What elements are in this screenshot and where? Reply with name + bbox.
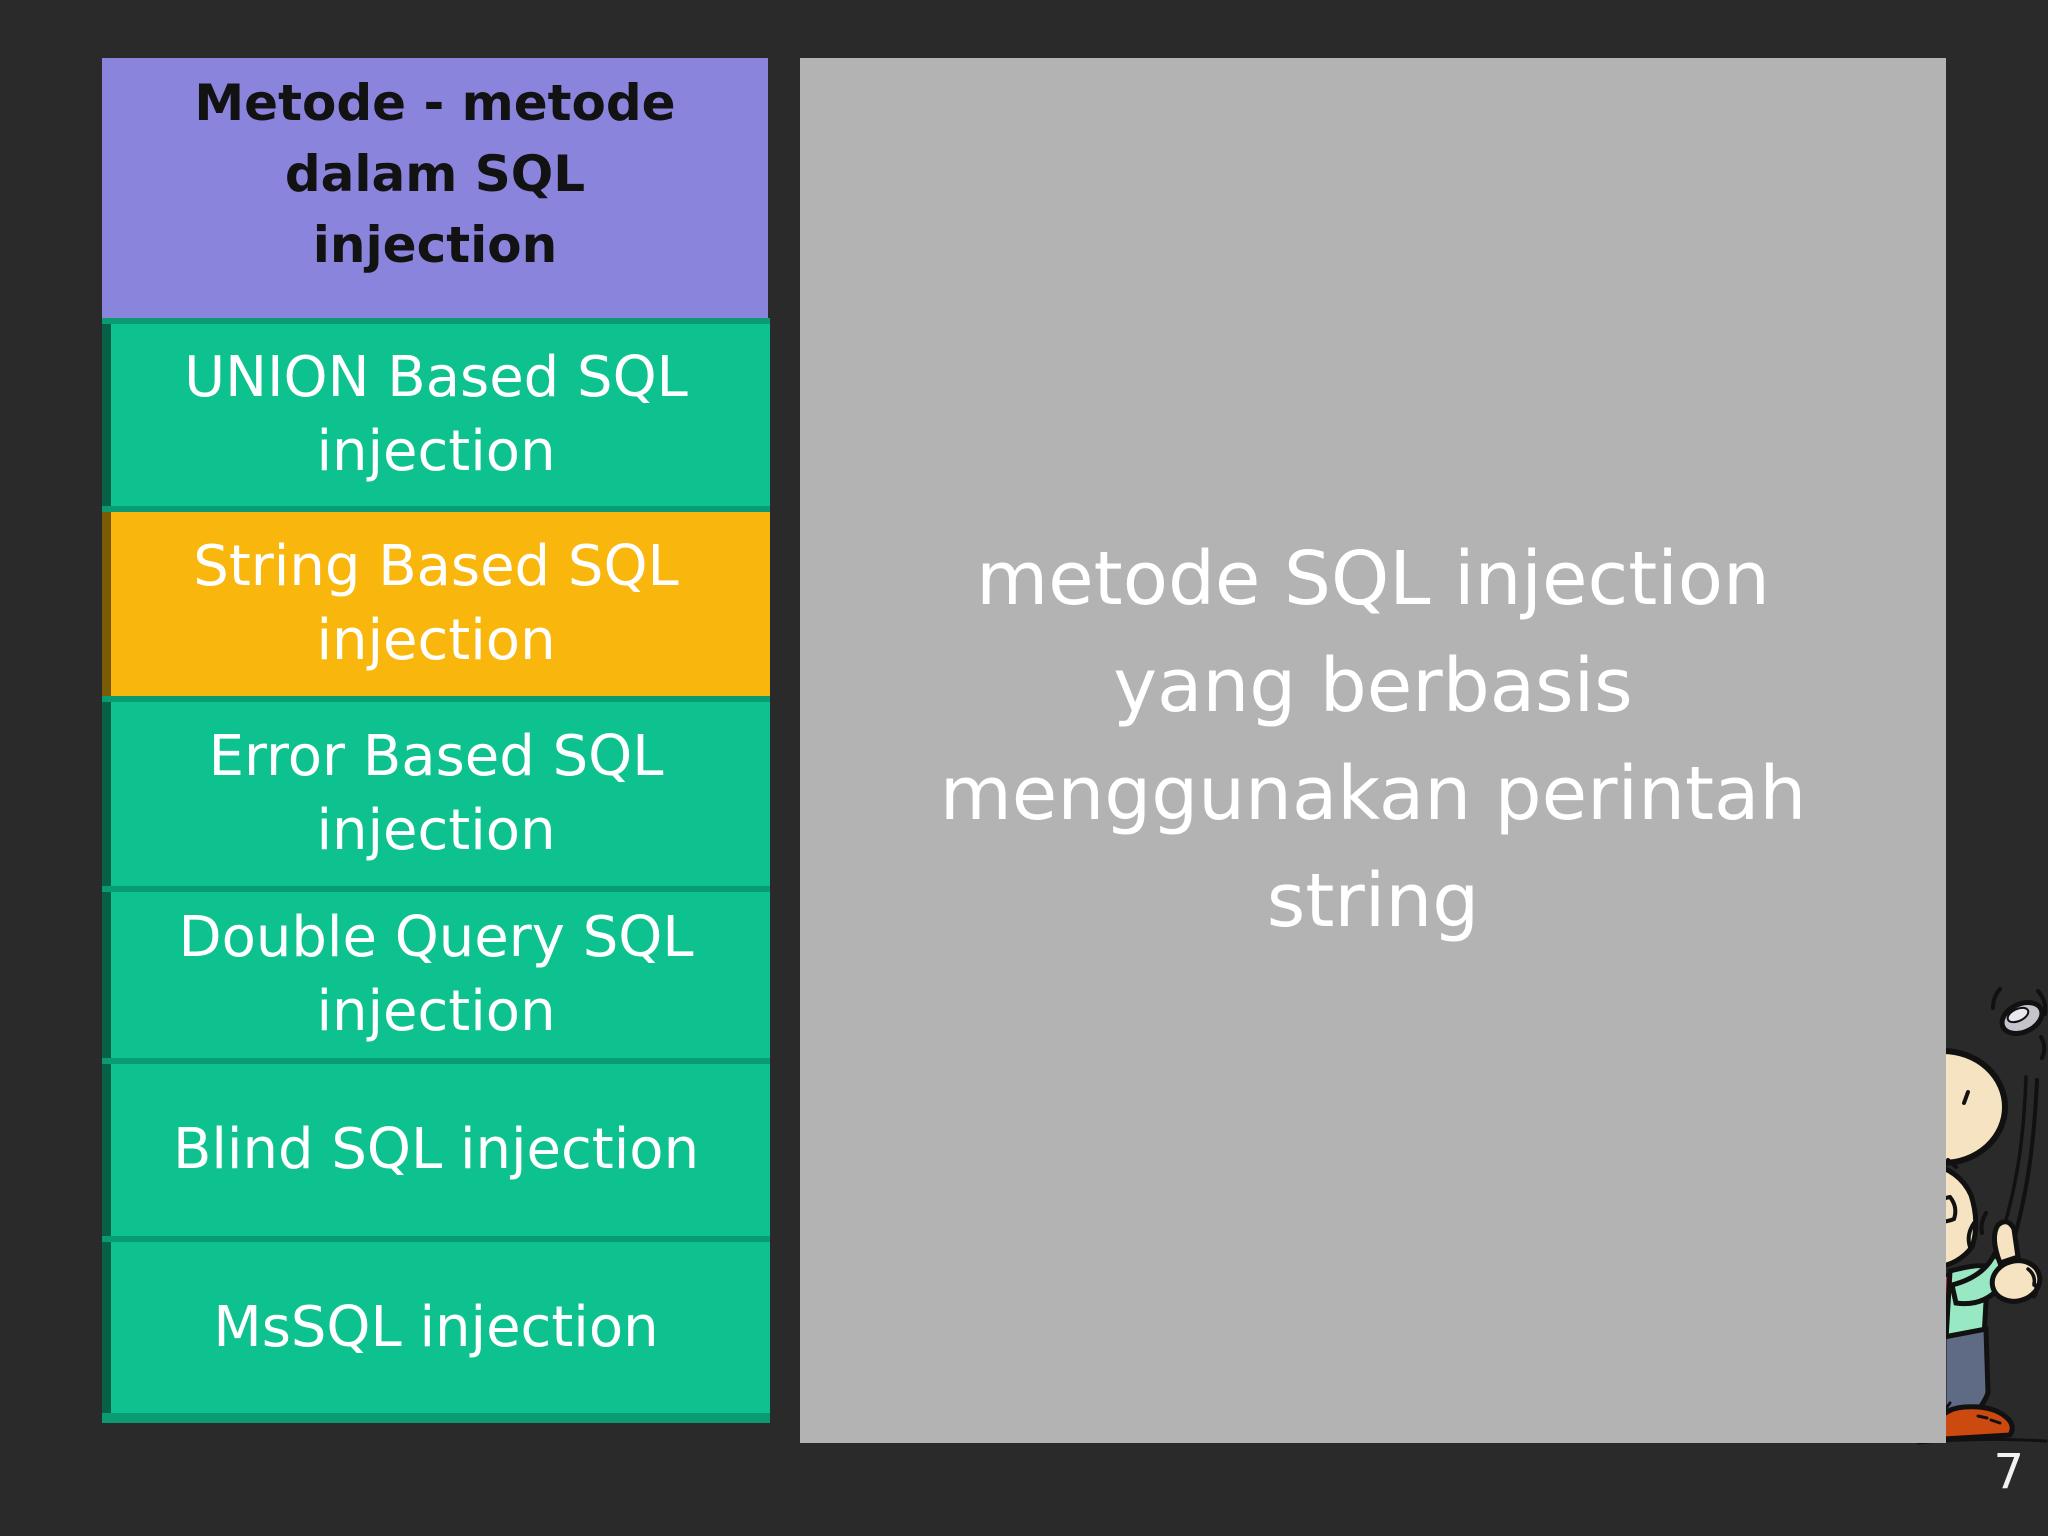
sidebar-title: Metode - metode dalam SQL injection bbox=[194, 73, 676, 274]
menu-item-double-query[interactable]: Double Query SQL injection bbox=[102, 886, 770, 1058]
thumbs-up-hand-icon bbox=[1966, 1211, 2043, 1304]
menu-item-error-based[interactable]: Error Based SQL injection bbox=[102, 696, 770, 886]
coin-icon bbox=[1991, 987, 2048, 1060]
content-text: metode SQL injection yang berbasis mengg… bbox=[939, 535, 1807, 944]
menu-item-union-based[interactable]: UNION Based SQL injection bbox=[102, 318, 770, 506]
menu-item-label: String Based SQL injection bbox=[193, 534, 679, 673]
method-menu: UNION Based SQL injection String Based S… bbox=[102, 318, 770, 1423]
sidebar: Metode - metode dalam SQL injection UNIO… bbox=[102, 58, 770, 1423]
content-panel: metode SQL injection yang berbasis mengg… bbox=[800, 58, 1946, 1443]
menu-item-label: MsSQL injection bbox=[213, 1294, 659, 1360]
menu-item-blind[interactable]: Blind SQL injection bbox=[102, 1058, 770, 1236]
menu-item-label: UNION Based SQL injection bbox=[184, 345, 688, 484]
menu-item-label: Blind SQL injection bbox=[172, 1117, 700, 1183]
menu-item-label: Error Based SQL injection bbox=[208, 724, 664, 863]
sidebar-title-box: Metode - metode dalam SQL injection bbox=[102, 58, 768, 318]
menu-item-label: Double Query SQL injection bbox=[178, 905, 694, 1044]
menu-item-mssql[interactable]: MsSQL injection bbox=[102, 1236, 770, 1423]
page-number: 7 bbox=[1993, 1444, 2024, 1500]
menu-item-string-based[interactable]: String Based SQL injection bbox=[102, 506, 770, 696]
